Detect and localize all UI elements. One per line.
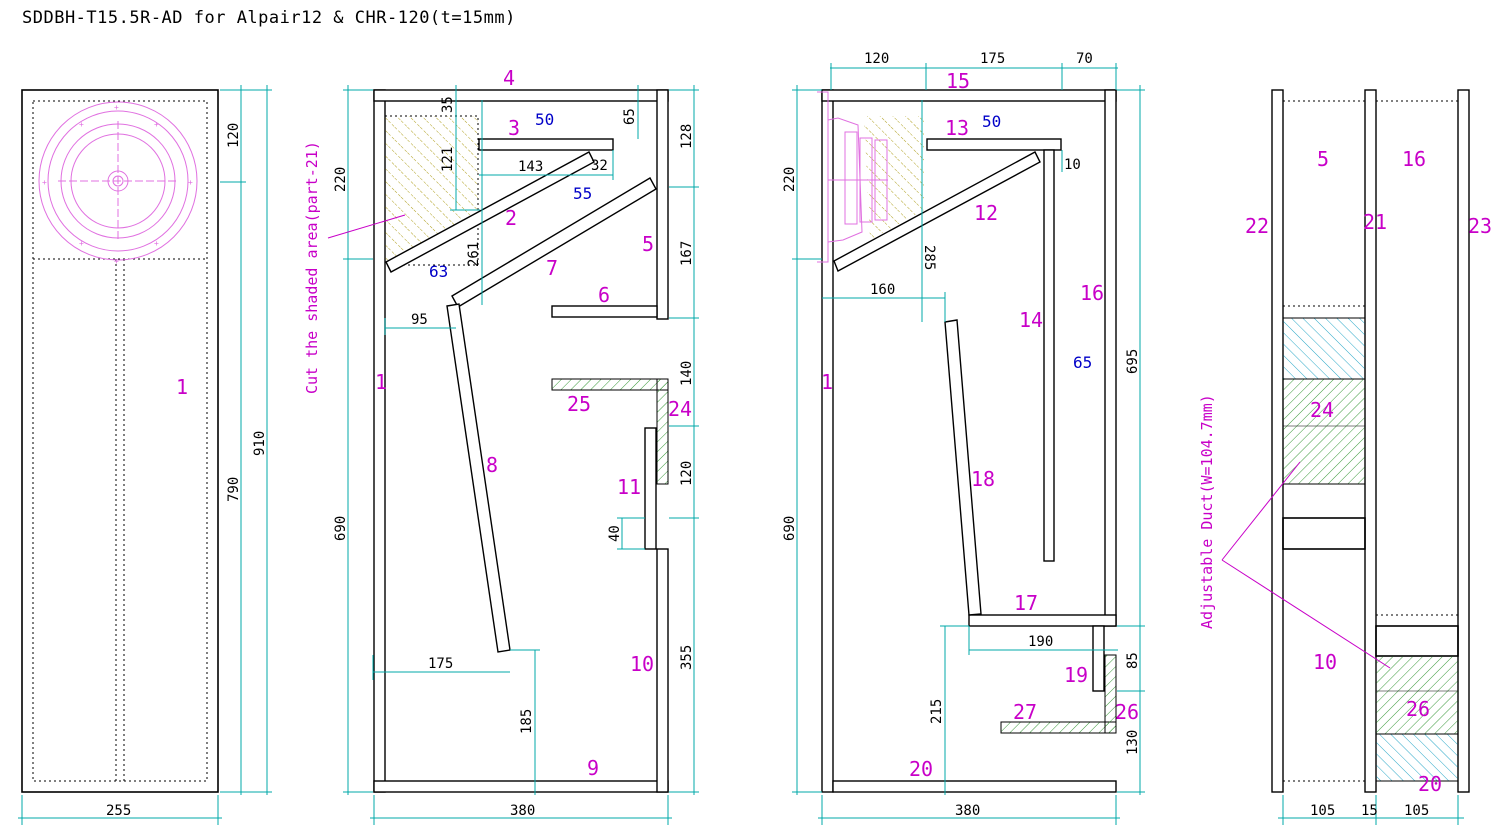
part-label: 8 <box>486 453 498 477</box>
svg-text:+: + <box>42 178 47 187</box>
dim-label: 40 <box>607 525 623 542</box>
part-label: 2 <box>505 206 517 230</box>
dim-label: 355 <box>679 645 695 670</box>
svg-text:+: + <box>114 257 119 266</box>
svg-text:+: + <box>114 103 119 112</box>
part-label: 5 <box>1317 147 1329 171</box>
dim-label: 167 <box>679 241 695 266</box>
dim-label: 160 <box>870 282 895 298</box>
svg-text:+: + <box>79 120 84 129</box>
duct-note: Adjustable Duct(W=104.7mm) <box>1198 394 1216 629</box>
dim-label: 128 <box>679 124 695 149</box>
dim-label: 85 <box>1125 652 1141 669</box>
part-label: 1 <box>375 370 387 394</box>
part-label: 25 <box>567 392 591 416</box>
blue-label: 55 <box>573 184 592 203</box>
dim-label: 790 <box>226 477 242 502</box>
dim-label: 120 <box>226 123 242 148</box>
dim-label: 35 <box>440 96 456 113</box>
svg-text:+: + <box>154 239 159 248</box>
svg-text:+: + <box>188 178 193 187</box>
part-label: 1 <box>176 375 188 399</box>
dim-label: 121 <box>440 147 456 172</box>
part-label: 12 <box>974 201 998 225</box>
svg-text:+: + <box>79 239 84 248</box>
part-label: 13 <box>945 116 969 140</box>
part-label: 23 <box>1468 214 1492 238</box>
dim-label: 120 <box>864 51 889 67</box>
dim-label: 690 <box>782 516 798 541</box>
dim-label: 140 <box>679 361 695 386</box>
dim-label: 15 <box>1361 803 1378 819</box>
part-label: 22 <box>1245 214 1269 238</box>
dim-label: 690 <box>333 516 349 541</box>
part-label: 16 <box>1080 281 1104 305</box>
section-b <box>792 63 1145 825</box>
part-label: 9 <box>587 756 599 780</box>
dim-label: 95 <box>411 312 428 328</box>
dim-label: 185 <box>519 709 535 734</box>
part-label: 20 <box>1418 772 1442 796</box>
part-label: 16 <box>1402 147 1426 171</box>
side-view <box>1221 89 1470 825</box>
dim-label: 32 <box>591 158 608 174</box>
blue-label: 63 <box>429 262 448 281</box>
part-label: 18 <box>971 467 995 491</box>
dim-label: 175 <box>980 51 1005 67</box>
drawing-title: SDDBH-T15.5R-AD for Alpair12 & CHR-120(t… <box>22 8 516 28</box>
part-label: 15 <box>946 69 970 93</box>
dim-label: 910 <box>252 431 268 456</box>
part-label: 17 <box>1014 591 1038 615</box>
dim-label: 120 <box>679 461 695 486</box>
part-label: 26 <box>1115 700 1139 724</box>
dim-label: 285 <box>921 245 937 270</box>
part-label: 19 <box>1064 663 1088 687</box>
blue-label: 50 <box>535 110 554 129</box>
dim-label: 105 <box>1404 803 1429 819</box>
dim-label: 220 <box>782 167 798 192</box>
front-view: + + + + + + + + <box>18 85 272 825</box>
dim-label: 190 <box>1028 634 1053 650</box>
part-label: 5 <box>642 232 654 256</box>
part-label: 10 <box>630 652 654 676</box>
dim-label: 10 <box>1064 157 1081 173</box>
part-label: 21 <box>1363 210 1387 234</box>
dim-label: 70 <box>1076 51 1093 67</box>
dim-label: 255 <box>106 803 131 819</box>
part-label: 10 <box>1313 650 1337 674</box>
dim-label: 215 <box>929 699 945 724</box>
cut-note: Cut the shaded area(part-21) <box>303 141 321 394</box>
dim-label: 65 <box>622 108 638 125</box>
horn-driver-icon <box>817 91 888 263</box>
dim-label: 105 <box>1310 803 1335 819</box>
part-label: 3 <box>508 116 520 140</box>
dim-label: 143 <box>518 159 543 175</box>
dim-label: 695 <box>1125 349 1141 374</box>
svg-text:+: + <box>154 120 159 129</box>
blue-label: 50 <box>982 112 1001 131</box>
part-label: 26 <box>1406 697 1430 721</box>
dim-label: 220 <box>333 167 349 192</box>
driver-icon: + + + + + + + + <box>38 101 198 266</box>
part-label: 14 <box>1019 308 1043 332</box>
blue-label: 65 <box>1073 353 1092 372</box>
dim-label: 380 <box>510 803 535 819</box>
part-label: 27 <box>1013 700 1037 724</box>
part-label: 20 <box>909 757 933 781</box>
dim-label: 261 <box>466 242 482 267</box>
dim-label: 380 <box>955 803 980 819</box>
part-label: 6 <box>598 283 610 307</box>
part-label: 4 <box>503 66 515 90</box>
part-label: 7 <box>546 256 558 280</box>
part-label: 24 <box>1310 398 1334 422</box>
part-label: 24 <box>668 397 692 421</box>
dim-label: 130 <box>1125 730 1141 755</box>
dim-label: 175 <box>428 656 453 672</box>
part-label: 1 <box>821 370 833 394</box>
front-panel <box>21 89 219 793</box>
part-label: 11 <box>617 475 641 499</box>
section-a <box>327 85 699 825</box>
